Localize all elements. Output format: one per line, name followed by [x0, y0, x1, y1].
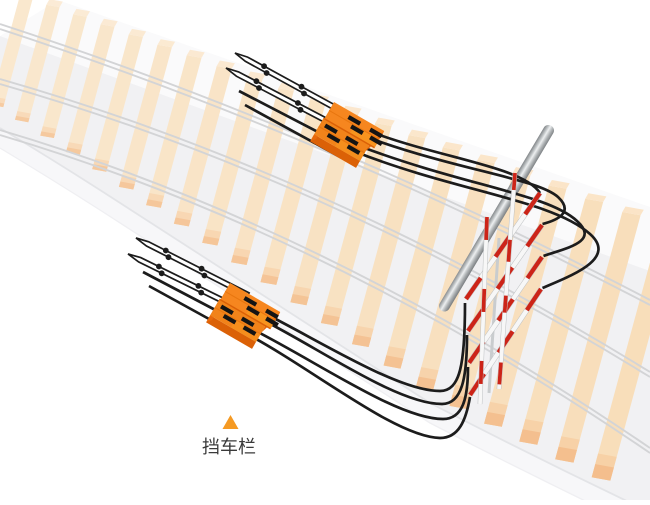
svg-text:挡车栏: 挡车栏 — [202, 437, 256, 457]
